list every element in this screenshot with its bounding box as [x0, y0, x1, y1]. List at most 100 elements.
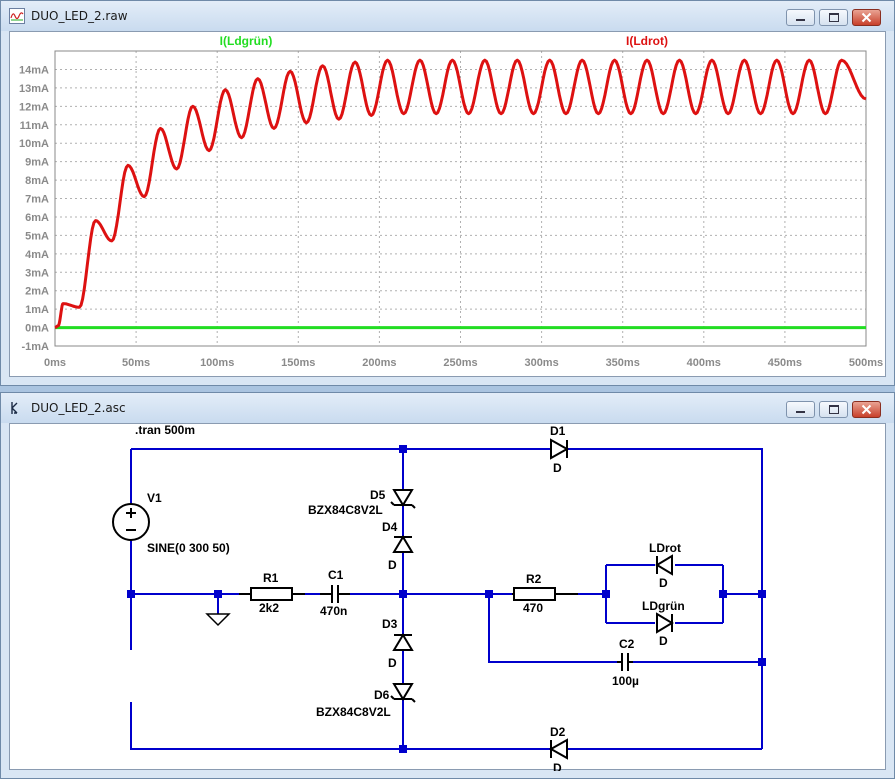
y-tick-label: 9mA	[25, 157, 49, 169]
v1-name: V1	[147, 491, 162, 505]
y-tick-label: 5mA	[25, 230, 49, 242]
d3-name: D3	[382, 617, 398, 631]
y-tick-label: 1mA	[25, 304, 49, 316]
d5-value: BZX84C8V2L	[308, 503, 383, 517]
y-tick-label: 14mA	[19, 64, 49, 76]
waveform-plot[interactable]: -1mA 0mA 1mA 2mA 3mA 4mA 5mA 6mA 7mA 8mA 9mA 10mA 11…	[10, 32, 887, 379]
y-tick-label: 7mA	[25, 194, 49, 206]
y-tick-label: 8mA	[25, 175, 49, 187]
y-tick-label: 6mA	[25, 212, 49, 224]
v1-source[interactable]: V1 SINE(0 300 50)	[112, 491, 230, 555]
r1-value: 2k2	[259, 601, 279, 615]
series-line	[53, 58, 867, 330]
plot-pane[interactable]: -1mA 0mA 1mA 2mA 3mA 4mA 5mA 6mA 7mA 8mA 9mA 10mA 11…	[9, 31, 886, 377]
x-tick-label: 200ms	[362, 357, 396, 369]
d6-zener-diode[interactable]: D6 BZX84C8V2L	[316, 683, 416, 719]
d4-name: D4	[382, 520, 398, 534]
c1-capacitor[interactable]: C1 470n	[320, 568, 350, 618]
minimize-icon	[796, 411, 805, 413]
r2-value: 470	[523, 601, 543, 615]
x-tick-label: 400ms	[687, 357, 721, 369]
d2-value: D	[553, 761, 562, 771]
d4-value: D	[388, 558, 397, 572]
x-tick-label: 450ms	[768, 357, 802, 369]
d2-name: D2	[550, 725, 566, 739]
y-tick-label: 0mA	[25, 323, 49, 335]
schematic-icon	[11, 402, 18, 414]
close-icon	[861, 12, 872, 23]
d5-zener-diode[interactable]: D5 BZX84C8V2L	[308, 488, 416, 517]
r2-resistor[interactable]: R2 470	[512, 572, 578, 615]
d6-value: BZX84C8V2L	[316, 705, 391, 719]
close-button[interactable]	[852, 401, 881, 418]
ground-symbol[interactable]	[205, 613, 231, 627]
y-tick-label: 10mA	[19, 138, 49, 150]
d2-diode[interactable]: D2 D	[548, 725, 568, 775]
c2-value: 100µ	[612, 674, 639, 688]
x-tick-label: 250ms	[443, 357, 477, 369]
x-tick-label: 350ms	[606, 357, 640, 369]
plot-grid	[55, 51, 866, 346]
c1-value: 470n	[320, 604, 347, 618]
c1-name: C1	[328, 568, 344, 582]
plot-series[interactable]	[53, 58, 867, 330]
d3-diode[interactable]: D3 D	[382, 617, 414, 670]
schematic-window-titlebar[interactable]: DUO_LED_2.asc	[1, 393, 894, 423]
x-tick-label: 50ms	[122, 357, 150, 369]
r1-resistor[interactable]: R1 2k2	[239, 571, 305, 615]
d1-name: D1	[550, 424, 566, 438]
ldrot-led[interactable]: LDrot D	[649, 541, 681, 590]
y-tick-label: -1mA	[21, 341, 49, 353]
c2-capacitor[interactable]: C2 100µ	[612, 637, 639, 688]
minimize-icon	[796, 19, 805, 21]
c2-name: C2	[619, 637, 635, 651]
close-icon	[861, 404, 872, 415]
plot-window-titlebar[interactable]: DUO_LED_2.raw	[1, 1, 894, 31]
y-tick-label: 13mA	[19, 83, 49, 95]
y-tick-label: 2mA	[25, 286, 49, 298]
maximize-icon	[829, 13, 839, 22]
x-tick-label: 300ms	[524, 357, 558, 369]
junction-dots	[127, 445, 766, 753]
r1-name: R1	[263, 571, 279, 585]
legend-entry: I(Ldrot)	[626, 34, 668, 48]
x-tick-label: 150ms	[281, 357, 315, 369]
d4-diode[interactable]: D4 D	[382, 520, 414, 572]
maximize-button[interactable]	[819, 9, 848, 26]
maximize-button[interactable]	[819, 401, 848, 418]
d1-diode[interactable]: D1 D	[550, 424, 570, 475]
ldgrun-led[interactable]: LDgrün D	[642, 599, 685, 648]
y-tick-label: 4mA	[25, 249, 49, 261]
d3-value: D	[388, 656, 397, 670]
plot-frame	[54, 50, 867, 347]
plot-window[interactable]: DUO_LED_2.raw -1mA 0mA 1mA 2mA 3mA 4mA 5mA 6mA 7…	[0, 0, 895, 386]
plot-window-title: DUO_LED_2.raw	[31, 9, 128, 23]
schematic-pane[interactable]: V1 SINE(0 300 50) R1 2k2 C1 470n	[9, 423, 887, 775]
x-tick-label: 0ms	[44, 357, 66, 369]
maximize-icon	[829, 405, 839, 414]
d1-value: D	[553, 461, 562, 475]
x-tick-label: 500ms	[849, 357, 883, 369]
legend-entry: I(Ldgrün)	[220, 34, 273, 48]
schematic-window-title: DUO_LED_2.asc	[31, 401, 126, 415]
plot-legend[interactable]: I(Ldgrün) I(Ldrot)	[220, 34, 668, 48]
schematic-window[interactable]: DUO_LED_2.asc	[0, 392, 895, 779]
x-axis-ticks: 0ms 50ms 100ms 150ms 200ms 250ms 300ms 350ms 400…	[44, 357, 883, 369]
r2-name: R2	[526, 572, 542, 586]
tran-directive[interactable]: .tran 500m	[135, 423, 195, 437]
ldgrun-value: D	[659, 634, 668, 648]
d6-name: D6	[374, 688, 390, 702]
y-tick-label: 11mA	[20, 120, 49, 132]
waveform-icon	[9, 8, 25, 24]
v1-value: SINE(0 300 50)	[147, 541, 230, 555]
y-tick-label: 12mA	[19, 101, 49, 113]
minimize-button[interactable]	[786, 9, 815, 26]
y-tick-label: 3mA	[25, 267, 49, 279]
ldrot-value: D	[659, 576, 668, 590]
x-tick-label: 100ms	[200, 357, 234, 369]
close-button[interactable]	[852, 9, 881, 26]
schematic-canvas[interactable]: V1 SINE(0 300 50) R1 2k2 C1 470n	[10, 423, 887, 775]
minimize-button[interactable]	[786, 401, 815, 418]
ldrot-name: LDrot	[649, 541, 681, 555]
y-axis-ticks: -1mA 0mA 1mA 2mA 3mA 4mA 5mA 6mA 7mA 8mA 9mA 10mA 11…	[19, 64, 49, 353]
